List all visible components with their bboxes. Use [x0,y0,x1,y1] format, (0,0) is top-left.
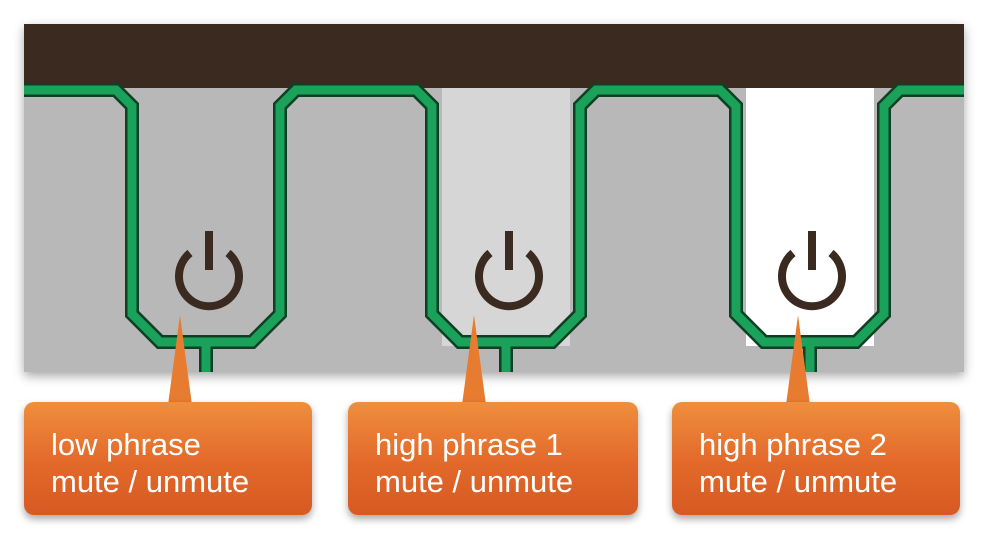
callout-low-phrase-line1: low phrase [51,427,201,462]
high-phrase-2-mute-button[interactable] [778,231,846,311]
callout-high-phrase-2-line1: high phrase 2 [699,427,887,462]
callout-pointer-3 [786,315,810,405]
callout-high-phrase-2-line2: mute / unmute [699,464,898,499]
callout-low-phrase-line2: mute / unmute [51,464,250,499]
callout-high-phrase-1: high phrase 1 mute / unmute [348,402,638,515]
low-phrase-mute-button[interactable] [175,231,243,311]
power-icon [175,249,243,311]
callout-high-phrase-2: high phrase 2 mute / unmute [672,402,960,515]
power-icon [475,249,543,311]
callout-low-phrase: low phrase mute / unmute [24,402,312,515]
mute-panel [24,24,964,372]
mute-panel-graphic [24,24,964,372]
callout-high-phrase-1-line2: mute / unmute [375,464,574,499]
callout-high-phrase-1-line1: high phrase 1 [375,427,563,462]
callout-pointer-1 [168,315,192,405]
high-phrase-1-mute-button[interactable] [475,231,543,311]
power-icon [778,249,846,311]
top-bar [24,24,964,88]
callout-pointer-2 [462,315,486,405]
